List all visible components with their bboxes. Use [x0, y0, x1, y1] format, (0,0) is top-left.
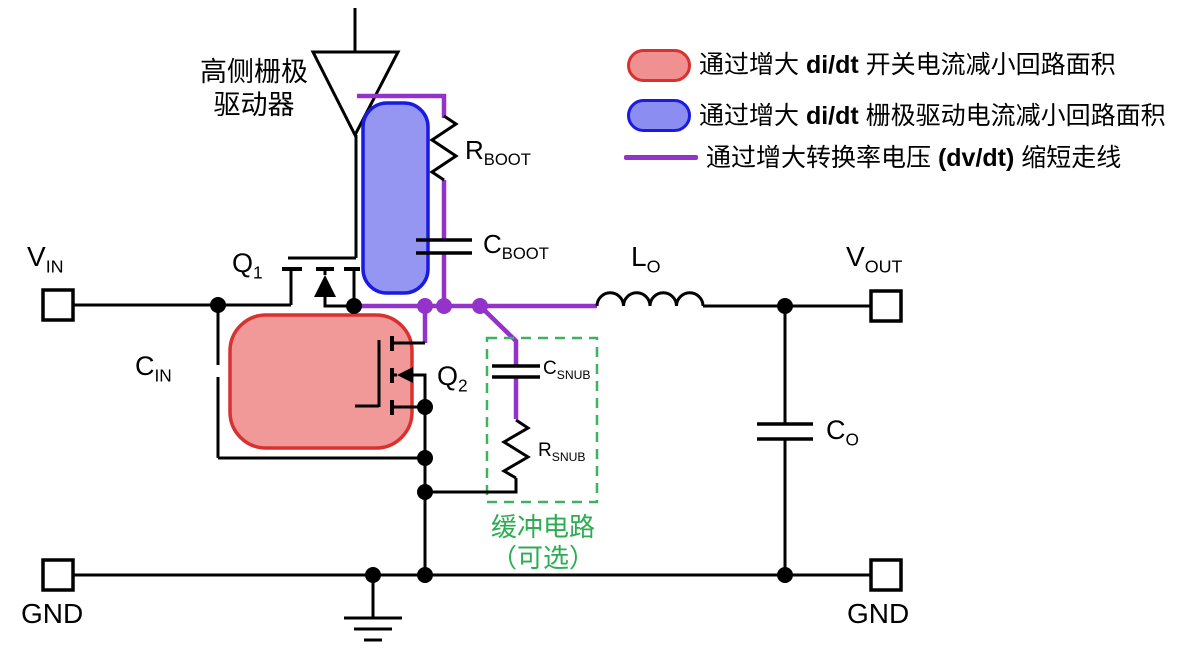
q1-label-sub: 1	[253, 262, 263, 283]
junction-dots-black	[210, 297, 793, 583]
legend-item-gate-drive-current: 通过增大 di/dt 栅极驱动电流减小回路面积	[699, 99, 1166, 133]
legend-text-part: 通过增大	[699, 51, 806, 79]
legend-text-part: 开关电流减小回路面积	[858, 51, 1116, 79]
q1-body-diode-arrow	[314, 275, 336, 297]
junction-dot	[417, 450, 433, 466]
legend-blue-pill-marker	[627, 99, 691, 132]
switch-current-loop-highlight	[228, 313, 414, 450]
csnub-label: CSNUB	[543, 359, 591, 381]
junction-dot	[777, 567, 793, 583]
lo-label: LO	[631, 243, 661, 277]
gnd-right-label: GND	[847, 600, 909, 628]
gate-drive-loop-highlight	[361, 101, 430, 295]
gnd-right-terminal	[869, 558, 903, 592]
co-label: CO	[826, 417, 859, 449]
cboot-label-main: C	[483, 229, 502, 259]
snubber-caption-line1: 缓冲电路	[490, 512, 595, 542]
co-label-main: C	[826, 415, 846, 445]
gnd-left-terminal	[41, 558, 75, 592]
co-capacitor	[757, 422, 813, 441]
cin-label: CIN	[135, 353, 172, 385]
q1-label: Q1	[232, 250, 263, 282]
cboot-label: CBOOT	[483, 231, 549, 263]
csnub-capacitor	[492, 364, 540, 379]
rsnub-label: RSNUB	[538, 441, 586, 463]
cin-label-sub: IN	[154, 365, 172, 386]
legend-text-emph: di/dt	[805, 102, 859, 130]
gnd-left-label: GND	[21, 600, 83, 628]
rsnub-label-main: R	[538, 440, 552, 461]
junction-dot	[777, 298, 793, 314]
gate-driver-label: 高侧栅极 驱动器	[188, 56, 320, 122]
gate-driver-label-line1: 高侧栅极	[200, 57, 308, 87]
junction-dot	[346, 298, 362, 314]
vout-terminal	[869, 289, 903, 323]
legend-text-part: 缩短走线	[1014, 144, 1122, 172]
legend-text-part: 通过增大	[699, 102, 806, 130]
q1-body-diode-leads	[323, 269, 353, 308]
junction-dot	[417, 567, 433, 583]
junction-dot-purple	[436, 298, 452, 314]
cboot-capacitor	[416, 238, 472, 255]
legend-text-emph: di/dt	[805, 51, 859, 79]
gnd-left-label-main: GND	[21, 598, 84, 629]
legend-item-slew-rate: 通过增大转换率电压 (dv/dt) 缩短走线	[706, 141, 1121, 175]
lo-label-main: L	[631, 241, 647, 272]
rboot-label-sub: BOOT	[483, 150, 531, 170]
rsnub-label-sub: SNUB	[551, 449, 586, 464]
cboot-label-sub: BOOT	[501, 244, 549, 264]
legend-text-part: 通过增大转换率电压	[706, 144, 938, 172]
gnd-right-label-main: GND	[847, 598, 910, 629]
snubber-return-wire	[425, 478, 518, 494]
q2-label-main: Q	[437, 361, 459, 391]
lo-label-sub: O	[646, 256, 661, 277]
vout-label-sub: OUT	[864, 256, 903, 277]
legend-purple-line-marker	[624, 155, 698, 160]
gate-driver-triangle	[310, 50, 401, 139]
rboot-label: RBOOT	[465, 137, 531, 169]
co-label-sub: O	[845, 429, 859, 450]
lo-inductor	[595, 291, 705, 307]
rsnub-resistor	[501, 418, 531, 480]
csnub-label-main: C	[543, 358, 557, 379]
vin-terminal	[41, 288, 75, 322]
vout-label: VOUT	[846, 243, 903, 277]
q2-label: Q2	[437, 363, 468, 395]
purple-trace-node-to-snubber	[478, 304, 519, 366]
q2-label-sub: 2	[458, 375, 468, 396]
q2-body-diode-arrow	[397, 367, 413, 383]
junction-dots-purple	[417, 298, 488, 314]
junction-dot	[417, 484, 433, 500]
junction-dot-purple	[472, 298, 488, 314]
snubber-caption: 缓冲电路 （可选）	[483, 512, 603, 574]
purple-trace-driver-to-rboot	[357, 93, 447, 118]
vout-label-main: V	[846, 241, 865, 272]
junction-dot	[210, 297, 226, 313]
legend-red-pill-marker	[627, 49, 691, 82]
rboot-resistor	[429, 114, 459, 182]
vin-label-main: V	[27, 241, 46, 272]
legend-item-switch-current: 通过增大 di/dt 开关电流减小回路面积	[699, 48, 1116, 82]
gate-driver-label-line2: 驱动器	[213, 90, 295, 120]
cin-label-main: C	[135, 351, 155, 381]
q1-label-main: Q	[232, 248, 254, 278]
q2-body-diode-leads	[392, 373, 427, 407]
legend-text-emph: (dv/dt)	[937, 144, 1015, 172]
junction-dot	[417, 399, 433, 415]
rboot-label-main: R	[465, 135, 484, 165]
vin-label: VIN	[27, 243, 64, 277]
vin-label-sub: IN	[45, 256, 64, 277]
junction-dot	[365, 567, 381, 583]
snubber-caption-line2: （可选）	[490, 543, 595, 573]
junction-dot-purple	[417, 298, 433, 314]
ground-symbol	[344, 575, 402, 642]
csnub-label-sub: SNUB	[556, 367, 591, 382]
snubber-dashed-box	[485, 336, 599, 504]
legend-text-part: 栅极驱动电流减小回路面积	[858, 102, 1166, 130]
